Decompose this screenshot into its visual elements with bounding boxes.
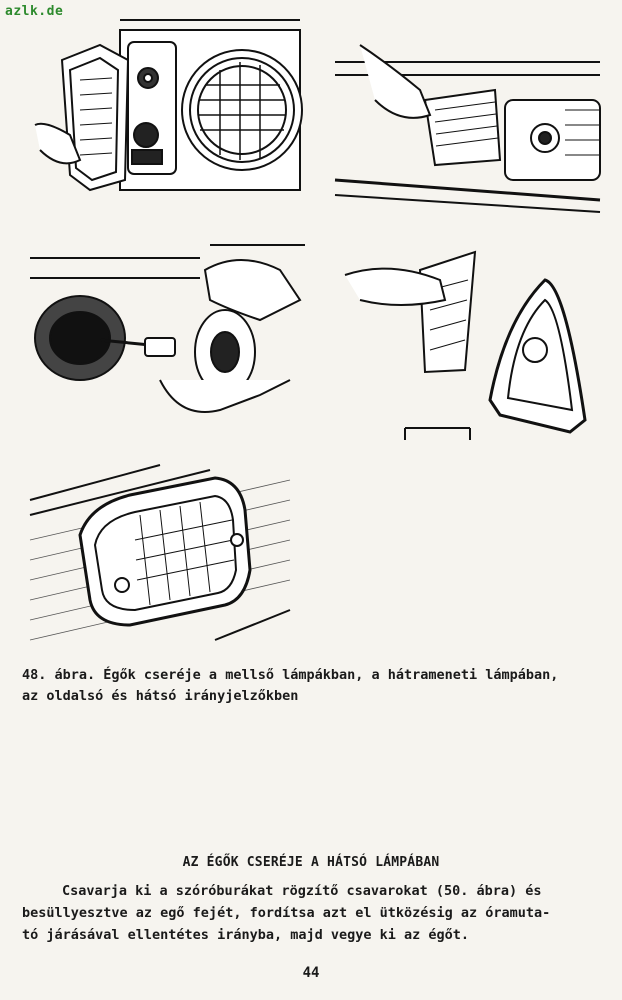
body-line-3: tó járásával ellentétes irányba, majd ve… [22,927,470,943]
caption-line-2: az oldalsó és hátsó irányjelzőkben [22,688,299,704]
body-line-1: Csavarja ki a szóróburákat rögzítő csava… [62,883,542,899]
panel-rear-indicator [29,464,291,641]
section-body: Csavarja ki a szóróburákat rögzítő csava… [22,880,612,946]
figure-48-illustrations [29,19,601,641]
panel-bulb-removal [30,244,305,413]
figure-caption: 48. ábra. Égők cseréje a mellső lámpákba… [22,665,612,707]
panel-reverse-lamp [334,44,601,213]
page-number: 44 [302,965,320,981]
body-line-2: besüllyesztve az egő fejét, fordítsa azt… [22,905,551,921]
panel-front-lamp [34,19,303,192]
caption-line-1: 48. ábra. Égők cseréje a mellső lámpákba… [22,667,559,683]
section-heading: AZ ÉGŐK CSERÉJE A HÁTSÓ LÁMPÁBAN [182,855,440,870]
panel-side-indicator [344,250,587,440]
site-watermark: azlk.de [5,4,64,19]
